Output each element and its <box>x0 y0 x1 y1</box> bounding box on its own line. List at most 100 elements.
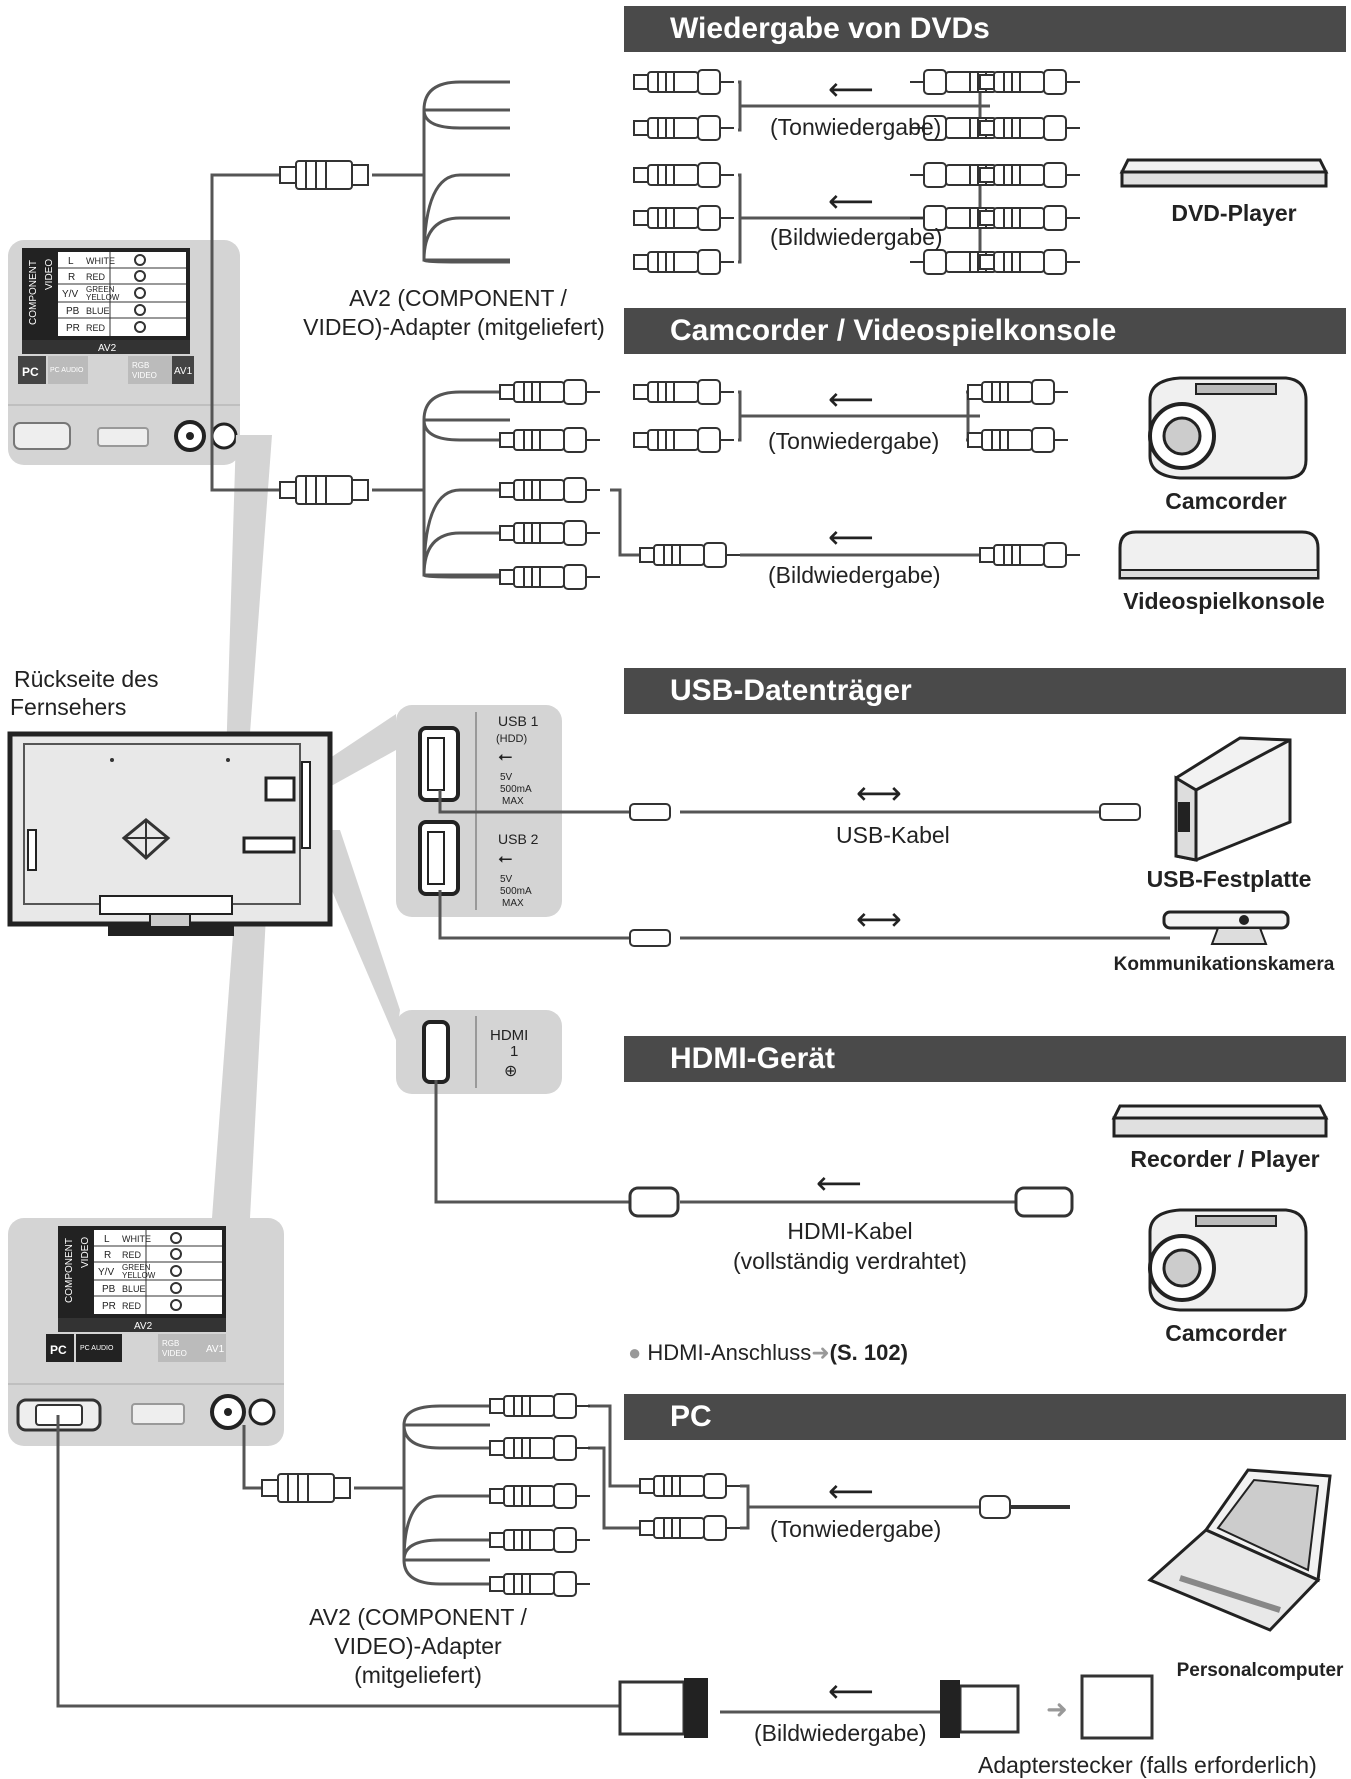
usb-cable-label: USB-Kabel <box>836 822 950 848</box>
av-panel-bottom <box>8 1218 284 1446</box>
device-game-console: Videospielkonsole <box>1123 588 1325 614</box>
cam-video-label: (Bildwiedergabe) <box>768 562 941 588</box>
hdmi-port-label: HDMI <box>490 1027 528 1044</box>
arrow-left-icon: ⟵ <box>828 1473 874 1509</box>
panel2-l-text: L <box>104 1234 110 1245</box>
panel2-component-text: COMPONENT <box>64 1238 75 1303</box>
panel2-white-text: WHITE <box>122 1234 151 1244</box>
usb1-max-label: MAX <box>502 796 524 807</box>
device-pc: Personalcomputer <box>1176 1660 1344 1681</box>
panel2-pcaudio-text: PC AUDIO <box>80 1345 114 1352</box>
game-console-icon <box>1118 530 1320 580</box>
cam-audio-label: (Tonwiedergabe) <box>768 428 940 454</box>
dvd-player-icon <box>1119 158 1329 188</box>
laptop-icon <box>1147 1468 1332 1632</box>
bullet-icon: ● <box>628 1340 648 1365</box>
panel2-video-text: VIDEO <box>80 1237 91 1268</box>
device-comm-camera: Kommunikationskamera <box>1113 954 1335 975</box>
camcorder-icon <box>1148 376 1308 480</box>
panel-pb-text: PB <box>66 306 80 317</box>
panel2-videoin-text: VIDEO <box>162 1349 187 1358</box>
hdmi-note-ref[interactable]: (S. 102) <box>829 1340 908 1365</box>
panel-pcaudio-text: PC AUDIO <box>50 367 84 374</box>
arrow-both-icon: ⟷ <box>856 775 902 811</box>
panel-white-text: WHITE <box>86 256 115 266</box>
panel2-rgb-text: RGB <box>162 1339 179 1348</box>
arrow-left-icon: ⟵ <box>828 1673 874 1709</box>
pc-video-label: (Bildwiedergabe) <box>754 1720 927 1746</box>
panel-l-text: L <box>68 256 74 267</box>
hdmi-input-icon: ⊕ <box>504 1063 517 1080</box>
panel-video-text: VIDEO <box>44 259 55 290</box>
hdmi-port-num: 1 <box>510 1043 518 1060</box>
arrow-left-icon: ⟵ <box>828 381 874 417</box>
device-usb-hdd: USB-Festplatte <box>1146 866 1312 892</box>
comm-camera-icon <box>1162 910 1290 945</box>
usb-plugs <box>629 803 1141 947</box>
av2-adapter-label-2: VIDEO)-Adapter (mitgeliefert) <box>303 314 605 340</box>
device-dvd-player: DVD-Player <box>1171 200 1297 226</box>
hdmi-panel <box>396 1010 562 1094</box>
dvd-audio-label: (Tonwiedergabe) <box>770 114 942 140</box>
usb-hdd-icon <box>1174 736 1292 862</box>
usb2-port-label: USB 2 <box>498 831 539 847</box>
panel-pc-text: PC <box>22 365 39 379</box>
hdmi-plugs <box>628 1186 1074 1218</box>
hdmi-note: ● HDMI-Anschluss➜(S. 102) <box>628 1340 908 1366</box>
tv-back-label-1: Rückseite des <box>14 666 159 692</box>
arrow-left-icon: ⟵ <box>816 1165 862 1201</box>
pc-connectors: ➜ <box>261 1393 1154 1740</box>
dvd-video-label: (Bildwiedergabe) <box>770 224 943 250</box>
adapter-arrow-icon: ➜ <box>1046 1694 1068 1724</box>
panel2-red-text: RED <box>122 1250 142 1260</box>
device-recorder: Recorder / Player <box>1130 1146 1320 1172</box>
panel-yv-text: Y/V <box>62 289 78 300</box>
av2-adapter-pc-label-2: VIDEO)-Adapter <box>334 1633 502 1659</box>
panel-red2-text: RED <box>86 323 106 333</box>
hdmi-cable-label-2: (vollständig verdrahtet) <box>733 1248 967 1274</box>
dvd-adapter-connectors <box>279 69 1081 275</box>
device-camcorder: Camcorder <box>1165 488 1287 514</box>
panel2-red2-text: RED <box>122 1301 142 1311</box>
usb1-power-label: 5V <box>500 772 513 783</box>
usb2-max-label: MAX <box>502 898 524 909</box>
camcorder-adapter-connectors <box>279 379 1081 590</box>
hdmi-note-text: HDMI-Anschluss <box>647 1340 812 1365</box>
av2-adapter-pc-label-3: (mitgeliefert) <box>354 1662 482 1688</box>
panel-component-text: COMPONENT <box>28 260 39 325</box>
cables <box>56 80 1170 1714</box>
usb1-icon: ⭠ <box>498 746 512 766</box>
camcorder2-icon <box>1148 1208 1308 1312</box>
panel-pr-text: PR <box>66 323 80 334</box>
panel-rgb-text: RGB <box>132 361 149 370</box>
arrow-left-icon: ⟵ <box>828 519 874 555</box>
tv-back-label-2: Fernsehers <box>10 694 127 720</box>
section-header-usb: USB-Datenträger <box>624 668 1346 714</box>
panel2-blue-text: BLUE <box>122 1284 146 1294</box>
arrow-left-icon: ⟵ <box>828 71 874 107</box>
usb1-hdd-label: (HDD) <box>496 733 527 745</box>
ref-arrow-icon: ➜ <box>811 1340 830 1365</box>
tv-back <box>7 435 400 1218</box>
panel-green-text: GREEN <box>86 285 115 294</box>
pc-audio-label: (Tonwiedergabe) <box>770 1516 942 1542</box>
section-header-dvd: Wiedergabe von DVDs <box>624 6 1346 52</box>
recorder-icon <box>1111 1104 1329 1138</box>
panel2-av1-text: AV1 <box>206 1344 225 1355</box>
device-camcorder-2: Camcorder <box>1165 1320 1287 1346</box>
panel2-green-text: GREEN <box>122 1263 151 1272</box>
panel-red-text: RED <box>86 272 106 282</box>
hdmi-cable-label-1: HDMI-Kabel <box>787 1218 913 1244</box>
section-header-pc: PC <box>624 1394 1346 1440</box>
usb1-port-label: USB 1 <box>498 713 539 729</box>
av2-adapter-label-1: AV2 (COMPONENT / <box>349 285 567 311</box>
panel2-yellow-text: YELLOW <box>122 1271 156 1280</box>
usb2-power-label: 5V <box>500 874 513 885</box>
usb2-icon: ⭠ <box>498 848 512 868</box>
panel2-pb-text: PB <box>102 1284 116 1295</box>
panel-r-text: R <box>68 272 75 283</box>
av2-adapter-pc-label-1: AV2 (COMPONENT / <box>309 1604 527 1630</box>
av-panel-top <box>8 240 240 465</box>
usb1-current-label: 500mA <box>500 784 532 795</box>
